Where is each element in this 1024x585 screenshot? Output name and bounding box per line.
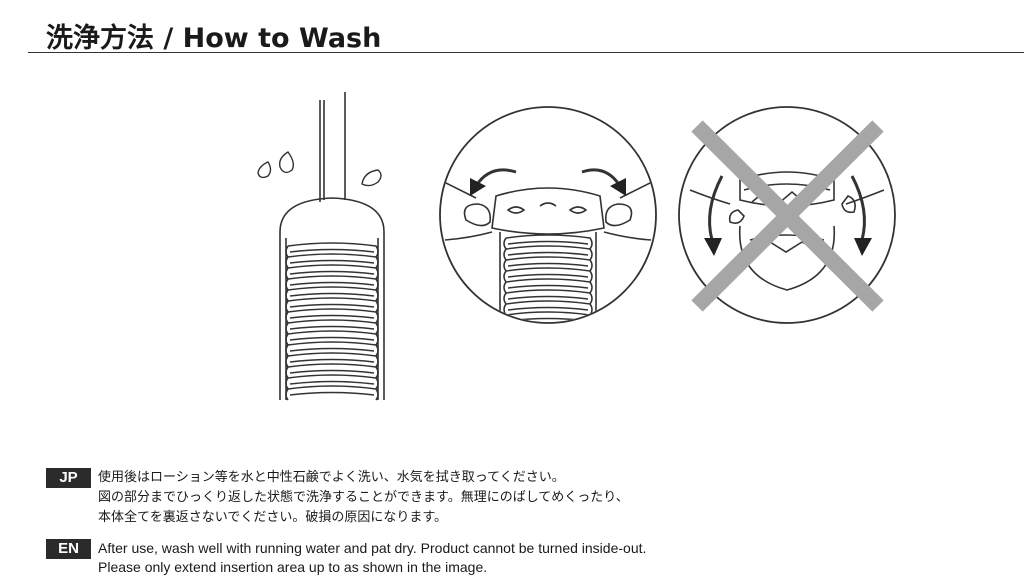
instruction-line: Please only extend insertion area up to … [98,559,488,575]
instruction-text-jp: 使用後はローション等を水と中性石鹸でよく洗い、水気を拭き取ってください。 図の部… [98,468,629,528]
page-title: 洗浄方法 / How to Wash [46,23,382,54]
language-badge-en: EN [46,539,91,559]
illustration-area [257,92,896,401]
fold-back-rim-icon [439,106,657,324]
instruction-line: 図の部分までひっくり返した状態で洗浄することができます。無理にのばしてめくったり… [98,490,629,505]
instruction-line: 本体全てを裏返さないでください。破損の原因になります。 [98,510,448,525]
title-divider [28,52,1024,53]
do-not-invert-icon [678,106,896,324]
instruction-line: 使用後はローション等を水と中性石鹸でよく洗い、水気を拭き取ってください。 [98,470,565,485]
language-badge-jp: JP [46,468,91,488]
rinse-under-water-icon [257,92,385,401]
instruction-line: After use, wash well with running water … [98,540,647,556]
instruction-text-en: After use, wash well with running water … [98,539,646,577]
